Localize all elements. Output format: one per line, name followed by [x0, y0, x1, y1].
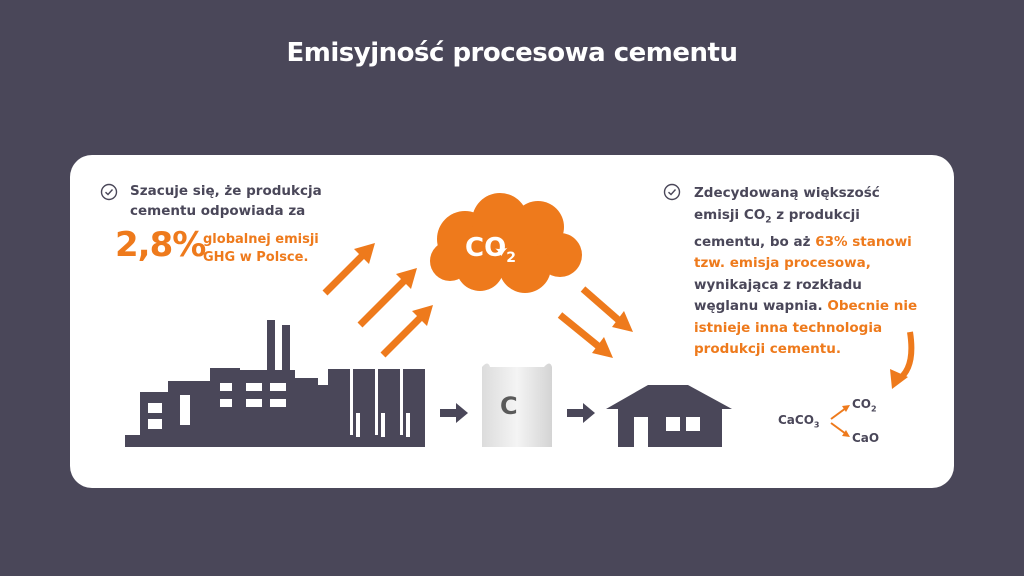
product1-text: CO — [852, 397, 872, 411]
cloud-sub: 2 — [506, 250, 516, 267]
page-title: Emisyjność procesowa cementu — [286, 38, 738, 68]
left-line-1: Szacuje się, że produkcja — [130, 183, 322, 199]
right-line-6: węglanu wapnia. Obecnie nie — [694, 296, 917, 318]
percent-label-line-2: GHG w Polsce. — [203, 250, 309, 265]
reaction-product-co2: CO2 — [852, 397, 877, 413]
house-icon — [606, 385, 732, 447]
factory-windows — [148, 383, 410, 437]
right-line-3b: 63% stanowi — [815, 233, 912, 250]
right-line-7: istnieje inna technologia — [694, 319, 883, 336]
cement-bag-letter: C — [500, 392, 518, 420]
left-description: Szacuje się, że produkcja cementu odpowi… — [130, 181, 322, 221]
flow-arrows — [440, 403, 595, 423]
right-line-5: wynikająca z rozkładu — [694, 276, 862, 293]
right-line-2a: emisji CO — [694, 206, 766, 223]
reaction-product-cao: CaO — [852, 431, 880, 445]
left-line-2: cementu odpowiada za — [130, 203, 306, 219]
product1-sub: 2 — [871, 404, 877, 414]
up-arrows — [322, 243, 433, 358]
percent-label-line-1: globalnej emisji — [203, 232, 319, 247]
reactant-sub: 3 — [813, 420, 820, 430]
right-line-2b: z produkcji — [771, 206, 860, 223]
right-line-1: Zdecydowaną większość — [694, 185, 880, 201]
cement-bag-icon — [482, 363, 552, 447]
right-line-6b: Obecnie nie — [827, 298, 918, 315]
right-line-6a: węglanu wapnia. — [694, 298, 828, 315]
reaction-reactant: CaCO3 — [778, 413, 820, 429]
right-line-3: cementu, bo aż 63% stanowi — [694, 232, 917, 254]
cloud-co: CO — [465, 233, 507, 263]
right-line-3a: cementu, bo aż — [694, 233, 816, 250]
down-arrows — [557, 286, 633, 358]
right-line-2: emisji CO2 z produkcji — [694, 205, 917, 232]
process-illustration — [125, 193, 915, 447]
right-description: Zdecydowaną większość emisji CO2 z produ… — [694, 183, 917, 361]
infographic-card: Szacuje się, że produkcja cementu odpowi… — [70, 155, 954, 488]
reactant-text: CaCO — [778, 413, 814, 427]
right-line-8: produkcji cementu. — [694, 341, 841, 358]
check-circle-icon — [100, 183, 118, 201]
co2-cloud-icon — [430, 193, 582, 293]
check-circle-icon — [663, 183, 681, 201]
right-line-4: tzw. emisja procesowa, — [694, 255, 871, 272]
cloud-label: CO2 — [465, 233, 516, 266]
percent-value: 2,8% — [115, 225, 206, 265]
reaction-arrows — [830, 405, 850, 437]
percent-label: globalnej emisji GHG w Polsce. — [203, 231, 319, 267]
right-line-2-sub: 2 — [765, 215, 772, 226]
